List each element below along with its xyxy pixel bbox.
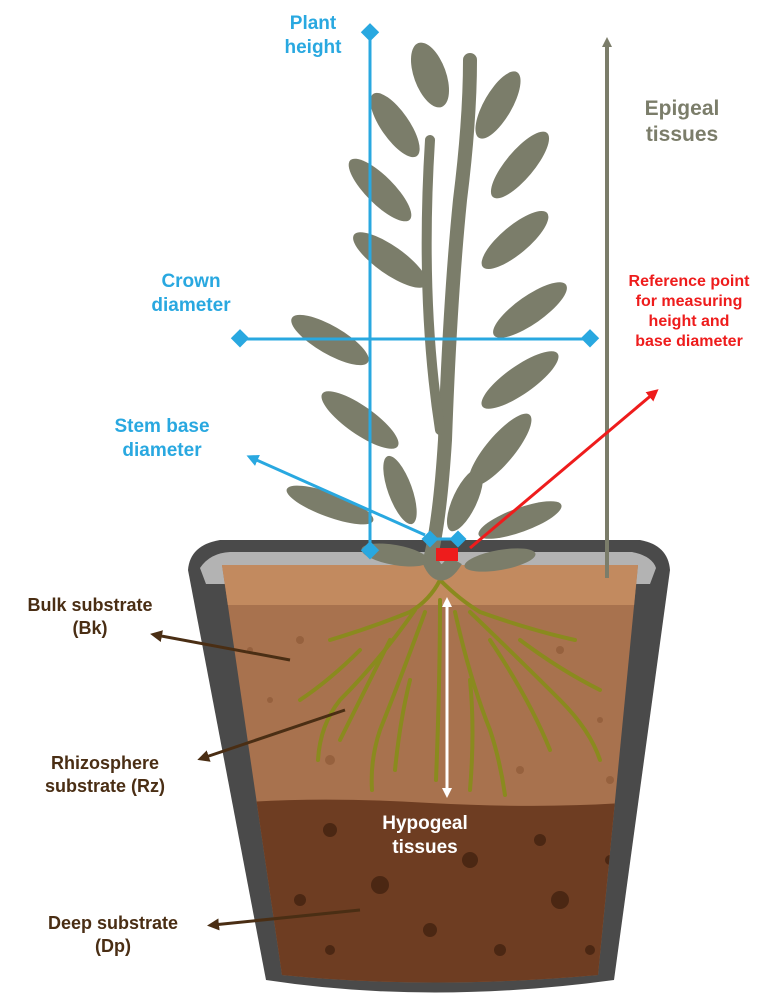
label-line: diameter <box>102 439 222 463</box>
label-line: base diameter <box>614 332 764 352</box>
crown-diameter-measure <box>231 329 599 347</box>
label-line: tissues <box>632 122 732 148</box>
label-line: Rhizosphere <box>30 752 180 775</box>
label-line: substrate (Rz) <box>30 775 180 798</box>
label-line: diameter <box>136 294 246 318</box>
pot <box>188 540 670 999</box>
label-line: Stem base <box>102 415 222 439</box>
reference-point-label: Reference point for measuring height and… <box>614 272 764 352</box>
label-line: Reference point <box>614 272 764 292</box>
label-line: Epigeal <box>632 96 732 122</box>
label-line: Hypogeal <box>370 812 480 836</box>
label-line: Crown <box>136 270 246 294</box>
crown-diameter-label: Crown diameter <box>136 270 246 318</box>
plant-height-label: Plant height <box>268 12 358 60</box>
label-line: tissues <box>370 836 480 860</box>
stem-base-diameter-label: Stem base diameter <box>102 415 222 463</box>
label-line: height and <box>614 312 764 332</box>
deep-substrate-label: Deep substrate (Dp) <box>28 912 198 957</box>
label-line: for measuring <box>614 292 764 312</box>
label-line: Deep substrate <box>28 912 198 935</box>
label-line: (Dp) <box>28 935 198 958</box>
bulk-substrate-label: Bulk substrate (Bk) <box>10 594 170 639</box>
label-line: Plant <box>268 12 358 36</box>
label-line: (Bk) <box>10 617 170 640</box>
rhizosphere-substrate-label: Rhizosphere substrate (Rz) <box>30 752 180 797</box>
hypogeal-tissues-label: Hypogeal tissues <box>370 812 480 860</box>
epigeal-tissues-label: Epigeal tissues <box>632 96 732 149</box>
label-line: Bulk substrate <box>10 594 170 617</box>
reference-point-marker <box>436 548 458 561</box>
label-line: height <box>268 36 358 60</box>
